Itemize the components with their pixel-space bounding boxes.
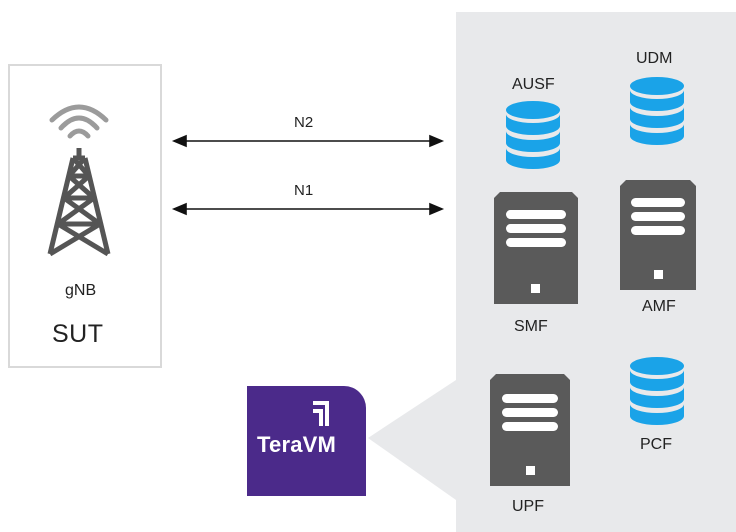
- amf-server-icon: [620, 180, 696, 290]
- upf-server-icon: [490, 374, 570, 486]
- n2-arrow-left-head: [171, 134, 187, 148]
- teravm-text: TeraVM: [257, 432, 337, 457]
- n1-label: N1: [294, 182, 314, 199]
- n2-label: N2: [294, 114, 314, 131]
- udm-database-icon: [630, 77, 684, 145]
- teravm-mark-icon: [313, 401, 329, 426]
- amf-label: AMF: [642, 298, 676, 315]
- n1-arrow-left-head: [171, 202, 187, 216]
- ausf-label: AUSF: [512, 76, 555, 93]
- ausf-database-icon: [506, 101, 560, 169]
- pcf-database-icon: [630, 357, 684, 425]
- sut-label: SUT: [52, 320, 104, 348]
- n2-arrow-right-head: [429, 134, 445, 148]
- upf-label: UPF: [512, 498, 544, 515]
- gnb-tower-icon: [47, 104, 111, 257]
- udm-label: UDM: [636, 50, 673, 67]
- gnb-label: gNB: [65, 282, 97, 299]
- smf-server-icon: [494, 192, 578, 304]
- interface-arrows: [171, 134, 445, 216]
- smf-label: SMF: [514, 318, 548, 335]
- pcf-label: PCF: [640, 436, 672, 453]
- n1-arrow-right-head: [429, 202, 445, 216]
- teravm-logo: TeraVM: [247, 386, 366, 496]
